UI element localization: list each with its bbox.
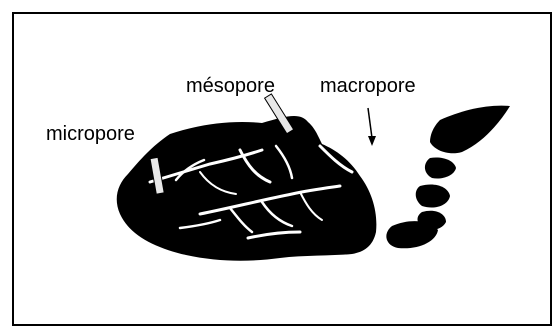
aggregate-fragment-2 [416,184,450,207]
label-macropore: macropore [320,75,416,97]
label-micropore: micropore [46,123,135,145]
aggregate-fragment-1 [425,157,456,178]
aggregate-fragment-top [430,106,510,154]
label-mesopore: mésopore [186,75,275,97]
aggregate-fragment-bottom [386,221,438,248]
macropore-arrow [368,108,376,146]
